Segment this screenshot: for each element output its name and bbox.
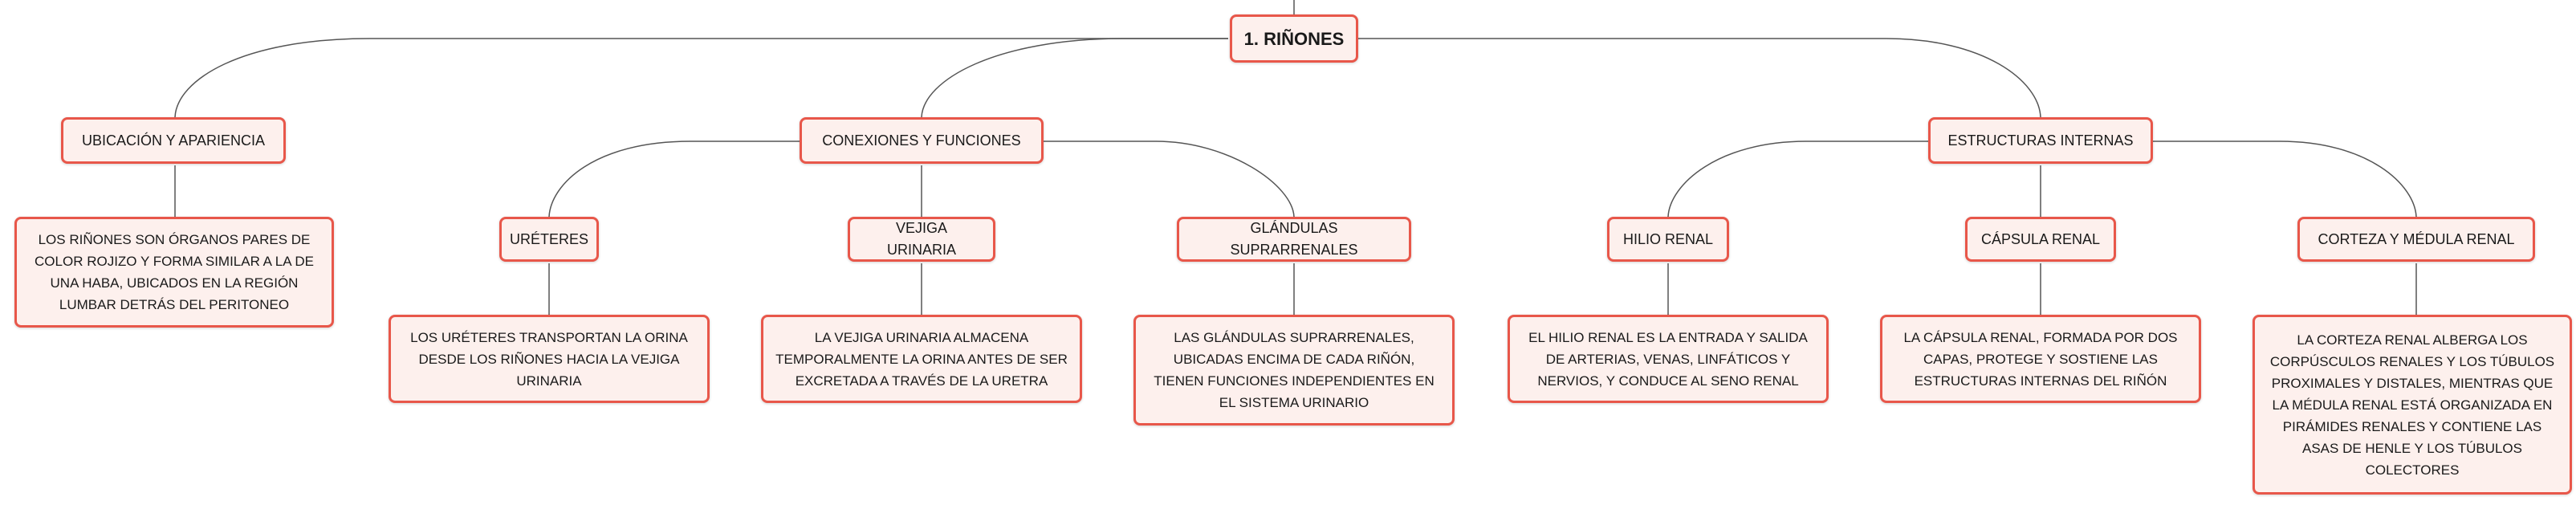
node-ureteres-label: URÉTERES [510,230,589,247]
connector-root-ubicacion [174,38,1228,118]
node-hilio-renal[interactable]: HILIO RENAL [1607,217,1729,262]
hilio-description-text: EL HILIO RENAL ES LA ENTRADA Y SALIDA DE… [1528,329,1808,389]
capsula-description-text: LA CÁPSULA RENAL, FORMADA POR DOS CAPAS,… [1903,329,2178,389]
branch-ubicacion-label: UBICACIÓN Y APARIENCIA [81,132,266,149]
node-corteza-medula[interactable]: CORTEZA Y MÉDULA RENAL [2297,217,2535,262]
connector-root-conexiones [921,38,1228,118]
glandulas-description-text: LAS GLÁNDULAS SUPRARRENALES, UBICADAS EN… [1154,330,1435,410]
branch-estructuras[interactable]: ESTRUCTURAS INTERNAS [1928,117,2153,164]
node-hilio-renal-label: HILIO RENAL [1622,230,1714,247]
branch-ubicacion[interactable]: UBICACIÓN Y APARIENCIA [61,117,286,164]
branch-conexiones-label: CONEXIONES Y FUNCIONES [822,132,1021,149]
corteza-description[interactable]: LA CORTEZA RENAL ALBERGA LOS CORPÚSCULOS… [2252,315,2572,495]
ureteres-description[interactable]: LOS URÉTERES TRANSPORTAN LA ORINA DESDE … [389,315,710,403]
branch-conexiones[interactable]: CONEXIONES Y FUNCIONES [800,117,1044,164]
connector-root-estructuras [1357,38,2041,118]
node-corteza-medula-label: CORTEZA Y MÉDULA RENAL [2318,230,2515,247]
root-node[interactable]: 1. RIÑONES [1230,14,1358,63]
vejiga-description[interactable]: LA VEJIGA URINARIA ALMACENA TEMPORALMENT… [761,315,1082,403]
glandulas-description[interactable]: LAS GLÁNDULAS SUPRARRENALES, UBICADAS EN… [1133,315,1455,426]
capsula-description[interactable]: LA CÁPSULA RENAL, FORMADA POR DOS CAPAS,… [1880,315,2201,403]
vejiga-description-text: LA VEJIGA URINARIA ALMACENA TEMPORALMENT… [775,329,1068,389]
node-ureteres[interactable]: URÉTERES [499,217,599,262]
ureteres-description-text: LOS URÉTERES TRANSPORTAN LA ORINA DESDE … [410,329,688,389]
ubicacion-description-text: LOS RIÑONES SON ÓRGANOS PARES DE COLOR R… [35,232,314,312]
node-glandulas-suprarrenales[interactable]: GLÁNDULAS SUPRARRENALES [1177,217,1411,262]
branch-estructuras-label: ESTRUCTURAS INTERNAS [1947,132,2134,149]
node-vejiga-urinaria-label: VEJIGA URINARIA [886,220,956,258]
ubicacion-description[interactable]: LOS RIÑONES SON ÓRGANOS PARES DE COLOR R… [14,217,334,328]
connector-estructuras-corteza [2151,140,2417,218]
node-capsula-renal[interactable]: CÁPSULA RENAL [1965,217,2116,262]
connector-conexiones-glandulas [1042,140,1295,218]
hilio-description[interactable]: EL HILIO RENAL ES LA ENTRADA Y SALIDA DE… [1508,315,1829,403]
corteza-description-text: LA CORTEZA RENAL ALBERGA LOS CORPÚSCULOS… [2269,332,2555,478]
connector-conexiones-ureteres [548,140,801,218]
node-vejiga-urinaria[interactable]: VEJIGA URINARIA [848,217,995,262]
connector-estructuras-hilio [1667,140,1930,218]
node-capsula-renal-label: CÁPSULA RENAL [1980,230,2101,247]
root-label: 1. RIÑONES [1243,28,1345,49]
node-glandulas-suprarrenales-label: GLÁNDULAS SUPRARRENALES [1230,220,1358,258]
